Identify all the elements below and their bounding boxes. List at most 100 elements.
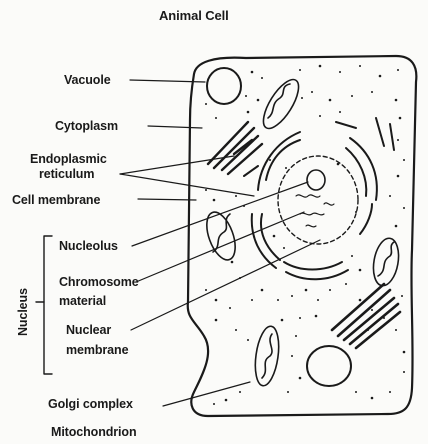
chromosome-material — [296, 195, 334, 227]
granule-dot — [395, 329, 397, 331]
granule-dot — [287, 391, 289, 393]
granule-dot — [251, 299, 253, 301]
granule-dot — [291, 295, 293, 297]
granule-dot — [239, 391, 241, 393]
label-nucleolus: Nucleolus — [59, 239, 118, 253]
granule-dot — [291, 355, 293, 357]
granule-dot — [397, 175, 400, 178]
label-cytoplasm: Cytoplasm — [55, 119, 118, 133]
diagram-title: Animal Cell — [159, 9, 229, 23]
granule-dot — [351, 95, 353, 97]
vacuole-bottom — [307, 346, 351, 386]
granule-dot — [229, 307, 231, 309]
endoplasmic-reticulum — [244, 118, 394, 279]
granule-dot — [359, 269, 362, 272]
granule-dot — [379, 75, 382, 78]
golgi-left — [208, 122, 262, 174]
granule-dot — [285, 167, 287, 169]
mitochondrion-top — [257, 74, 305, 133]
granule-dot — [215, 319, 218, 322]
granule-dot — [305, 289, 308, 292]
granule-dot — [269, 159, 271, 161]
granule-dot — [397, 139, 399, 141]
granule-dot — [239, 277, 241, 279]
label-chromosome-line1: Chromosome — [59, 275, 139, 289]
granule-dot — [243, 205, 245, 207]
granule-dot — [299, 377, 302, 380]
granule-dot — [315, 315, 318, 318]
granule-dot — [329, 289, 331, 291]
mitochondrion-bottom — [252, 325, 282, 387]
granule-dot — [397, 69, 399, 71]
granule-dot — [317, 299, 319, 301]
granule-dot — [383, 317, 385, 319]
granule-dot — [319, 115, 321, 117]
granule-dot — [389, 195, 391, 197]
granule-dot — [247, 111, 250, 114]
granule-dot — [295, 335, 297, 337]
vacuole-top — [207, 68, 241, 104]
granule-dot — [403, 159, 405, 161]
granule-dot — [339, 111, 341, 113]
granule-dot — [371, 91, 373, 93]
granule-dot — [403, 371, 405, 373]
granule-dot — [389, 391, 391, 393]
granule-dot — [283, 247, 285, 249]
granule-dot — [403, 351, 406, 354]
label-vacuole: Vacuole — [64, 73, 111, 87]
label-nuclear-line2: membrane — [66, 343, 128, 357]
granule-dot — [355, 391, 357, 393]
nucleolus — [307, 170, 325, 190]
granule-dot — [399, 117, 402, 120]
granule-dot — [345, 283, 347, 285]
granule-dot — [215, 117, 217, 119]
granule-dot — [257, 99, 260, 102]
label-chromosome-line2: material — [59, 294, 106, 308]
granule-dot — [329, 99, 332, 102]
label-mitochondrion: Mitochondrion — [51, 425, 137, 439]
mitochondrion-right — [370, 236, 402, 287]
granule-dot — [231, 261, 234, 264]
label-nuclear-line1: Nuclear — [66, 323, 111, 337]
granule-dot — [261, 77, 263, 79]
granule-dot — [403, 207, 405, 209]
granule-dot — [205, 189, 207, 191]
granule-dot — [359, 65, 361, 67]
label-golgi-complex: Golgi complex — [48, 397, 133, 411]
granule-dot — [205, 289, 207, 291]
granule-dot — [281, 319, 284, 322]
granule-dot — [311, 91, 313, 93]
label-cell-membrane: Cell membrane — [12, 193, 100, 207]
nuclear-membrane — [278, 156, 358, 244]
granule-dot — [337, 163, 340, 166]
granule-dot — [339, 71, 341, 73]
granule-dot — [225, 399, 228, 402]
nucleus-bracket — [36, 236, 52, 374]
granule-dot — [319, 65, 322, 68]
granule-dot — [355, 211, 357, 213]
granule-dot — [215, 299, 218, 302]
label-endoplasmic-line1: Endoplasmic — [30, 152, 107, 166]
granule-dot — [395, 225, 398, 228]
granule-dot — [235, 329, 237, 331]
granule-dot — [213, 403, 215, 405]
mitochondrion-left — [201, 208, 241, 263]
cell-membrane-outline — [188, 56, 417, 416]
granule-dot — [299, 69, 301, 71]
golgi-right — [332, 284, 400, 348]
granule-dot — [359, 299, 362, 302]
granule-dot — [367, 329, 369, 331]
leader-lines — [120, 80, 320, 406]
granule-dot — [299, 317, 301, 319]
granule-dot — [213, 199, 216, 202]
granule-dot — [395, 99, 398, 102]
granule-dot — [251, 71, 254, 74]
granule-dot — [247, 339, 249, 341]
granule-dot — [371, 397, 374, 400]
cytoplasm-granules — [205, 65, 405, 405]
granule-dot — [245, 95, 247, 97]
granule-dot — [371, 309, 373, 311]
label-nucleus: Nucleus — [16, 288, 30, 336]
